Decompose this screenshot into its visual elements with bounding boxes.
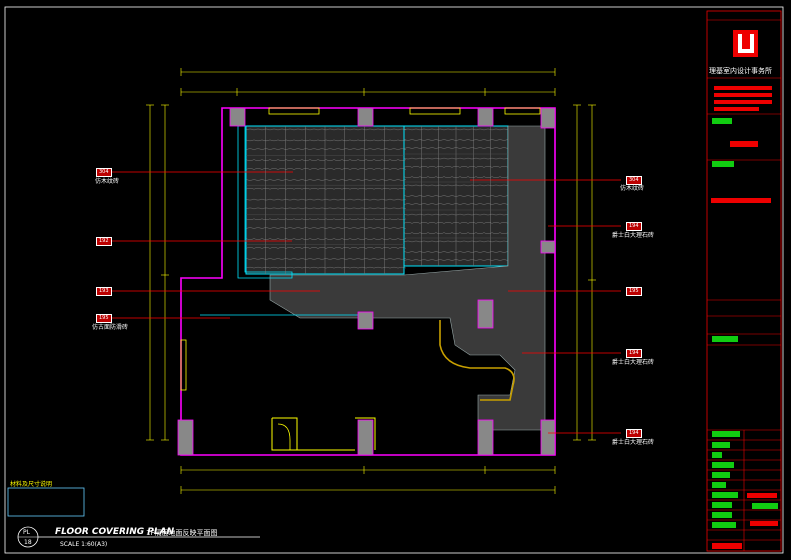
dimension-lines: [146, 68, 596, 494]
curved-counter: [439, 320, 515, 401]
status-bar: [712, 492, 738, 498]
drawing-scale: SCALE 1:60(A3): [60, 541, 108, 548]
material-label: 爵士白大理石砖: [612, 232, 655, 239]
firm-name: 理基室内设计事务所: [709, 67, 772, 75]
windows: [180, 107, 541, 391]
tile-grid: [403, 126, 509, 266]
info-bar: [712, 543, 742, 549]
material-tag: 193: [96, 287, 112, 296]
sheet-number: 18: [24, 539, 32, 546]
status-bar: [712, 462, 734, 468]
drawing-frame: [4, 6, 784, 554]
status-bar: [752, 503, 778, 509]
legend-box: [7, 487, 85, 517]
status-bar: [712, 502, 732, 508]
status-bar: [712, 482, 726, 488]
material-tag: 304: [626, 176, 642, 185]
title-block: [706, 10, 782, 552]
info-bar: [714, 86, 772, 90]
status-bar: [712, 522, 736, 528]
status-bar: [712, 161, 734, 167]
status-bar: [712, 452, 722, 458]
material-label: 仿木纹砖: [95, 178, 120, 185]
material-tag: 195: [626, 287, 642, 296]
status-bar: [712, 472, 730, 478]
drawing-title: FLOOR COVERING PLAN: [55, 527, 175, 537]
info-bar: [714, 107, 759, 111]
material-label: 仿木纹砖: [620, 185, 645, 192]
material-label: 爵士白大理石砖: [612, 439, 655, 446]
material-label: 仿古面防滑砖: [92, 324, 129, 331]
status-bar: [712, 336, 738, 342]
info-bar: [747, 493, 777, 498]
status-bar: [712, 431, 740, 437]
info-bar: [714, 93, 772, 97]
legend-title: 材料及尺寸说明: [10, 481, 53, 488]
material-tag: 194: [626, 429, 642, 438]
drawing-title-cn: 1F隔层地面反映平面图: [146, 529, 218, 537]
material-tag: 195: [96, 314, 112, 323]
structural-columns: [177, 107, 556, 456]
material-tag: 192: [96, 237, 112, 246]
callout-leaders: [108, 171, 621, 434]
info-bar: [714, 100, 772, 104]
status-bar: [712, 442, 730, 448]
material-tag: 194: [626, 222, 642, 231]
tile-grid: [245, 126, 407, 274]
info-bar: [750, 521, 778, 526]
status-bar: [712, 118, 732, 124]
material-tag: 304: [96, 168, 112, 177]
material-label: 爵士白大理石砖: [612, 359, 655, 366]
material-tag: 194: [626, 349, 642, 358]
sheet-prefix: PL: [23, 529, 30, 536]
floor-plan: [177, 107, 556, 456]
info-bar: [730, 141, 758, 147]
info-bar: [711, 198, 771, 203]
status-bar: [712, 512, 732, 518]
entrance-opening: [271, 417, 376, 451]
